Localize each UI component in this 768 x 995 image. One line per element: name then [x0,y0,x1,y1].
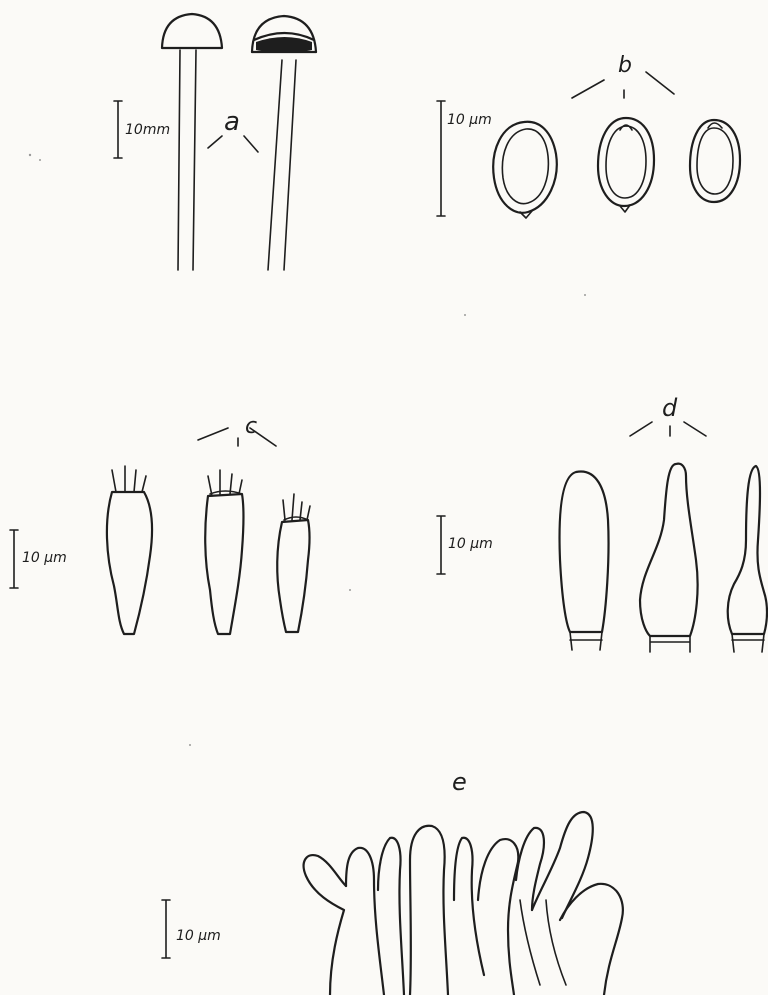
basidium-3 [277,494,310,632]
paper-specks [29,154,586,746]
panel-d-scale-label: 10 µm [448,536,493,552]
spore-1 [493,122,557,218]
panel-b-label: b [572,53,674,98]
panel-d-scale-bar: 10 µm [437,516,493,574]
lamellae-shading [256,37,312,53]
hyphal-elements [304,812,623,995]
spore-2 [598,118,654,212]
panel-c-scale-bar: 10 µm [10,530,67,588]
panel-d-letter: d [662,394,678,422]
panel-c: 10 µm c [10,414,310,634]
panel-b-scale-bar: 10 µm [437,101,492,216]
panel-c-scale-label: 10 µm [22,550,67,566]
basidiome-2 [252,16,316,270]
panel-b: 10 µm b [437,53,740,218]
panel-c-letter: c [245,414,257,439]
panel-c-label: c [198,414,276,446]
cystidium-3 [728,466,767,652]
cystidium-1 [560,471,609,650]
cystidium-2 [640,464,698,652]
panel-d-label: d [630,394,706,436]
panel-a-scale-label: 10mm [125,122,170,138]
basidiome-1 [162,14,222,270]
panel-b-scale-label: 10 µm [447,112,492,128]
panel-e-scale-bar: 10 µm [162,900,221,958]
panel-a-letter: a [224,107,240,137]
panel-b-letter: b [618,53,632,78]
panel-e: e 10 µm [162,768,623,995]
basidium-2 [205,470,243,634]
panel-a: 10mm a [114,14,316,270]
panel-d: 10 µm d [437,394,767,652]
panel-e-letter: e [452,768,467,796]
basidium-1 [107,466,152,634]
panel-a-label: a [208,107,258,152]
spore-3 [690,120,740,202]
panel-e-scale-label: 10 µm [176,928,221,944]
panel-a-scale-bar: 10mm [114,101,170,158]
